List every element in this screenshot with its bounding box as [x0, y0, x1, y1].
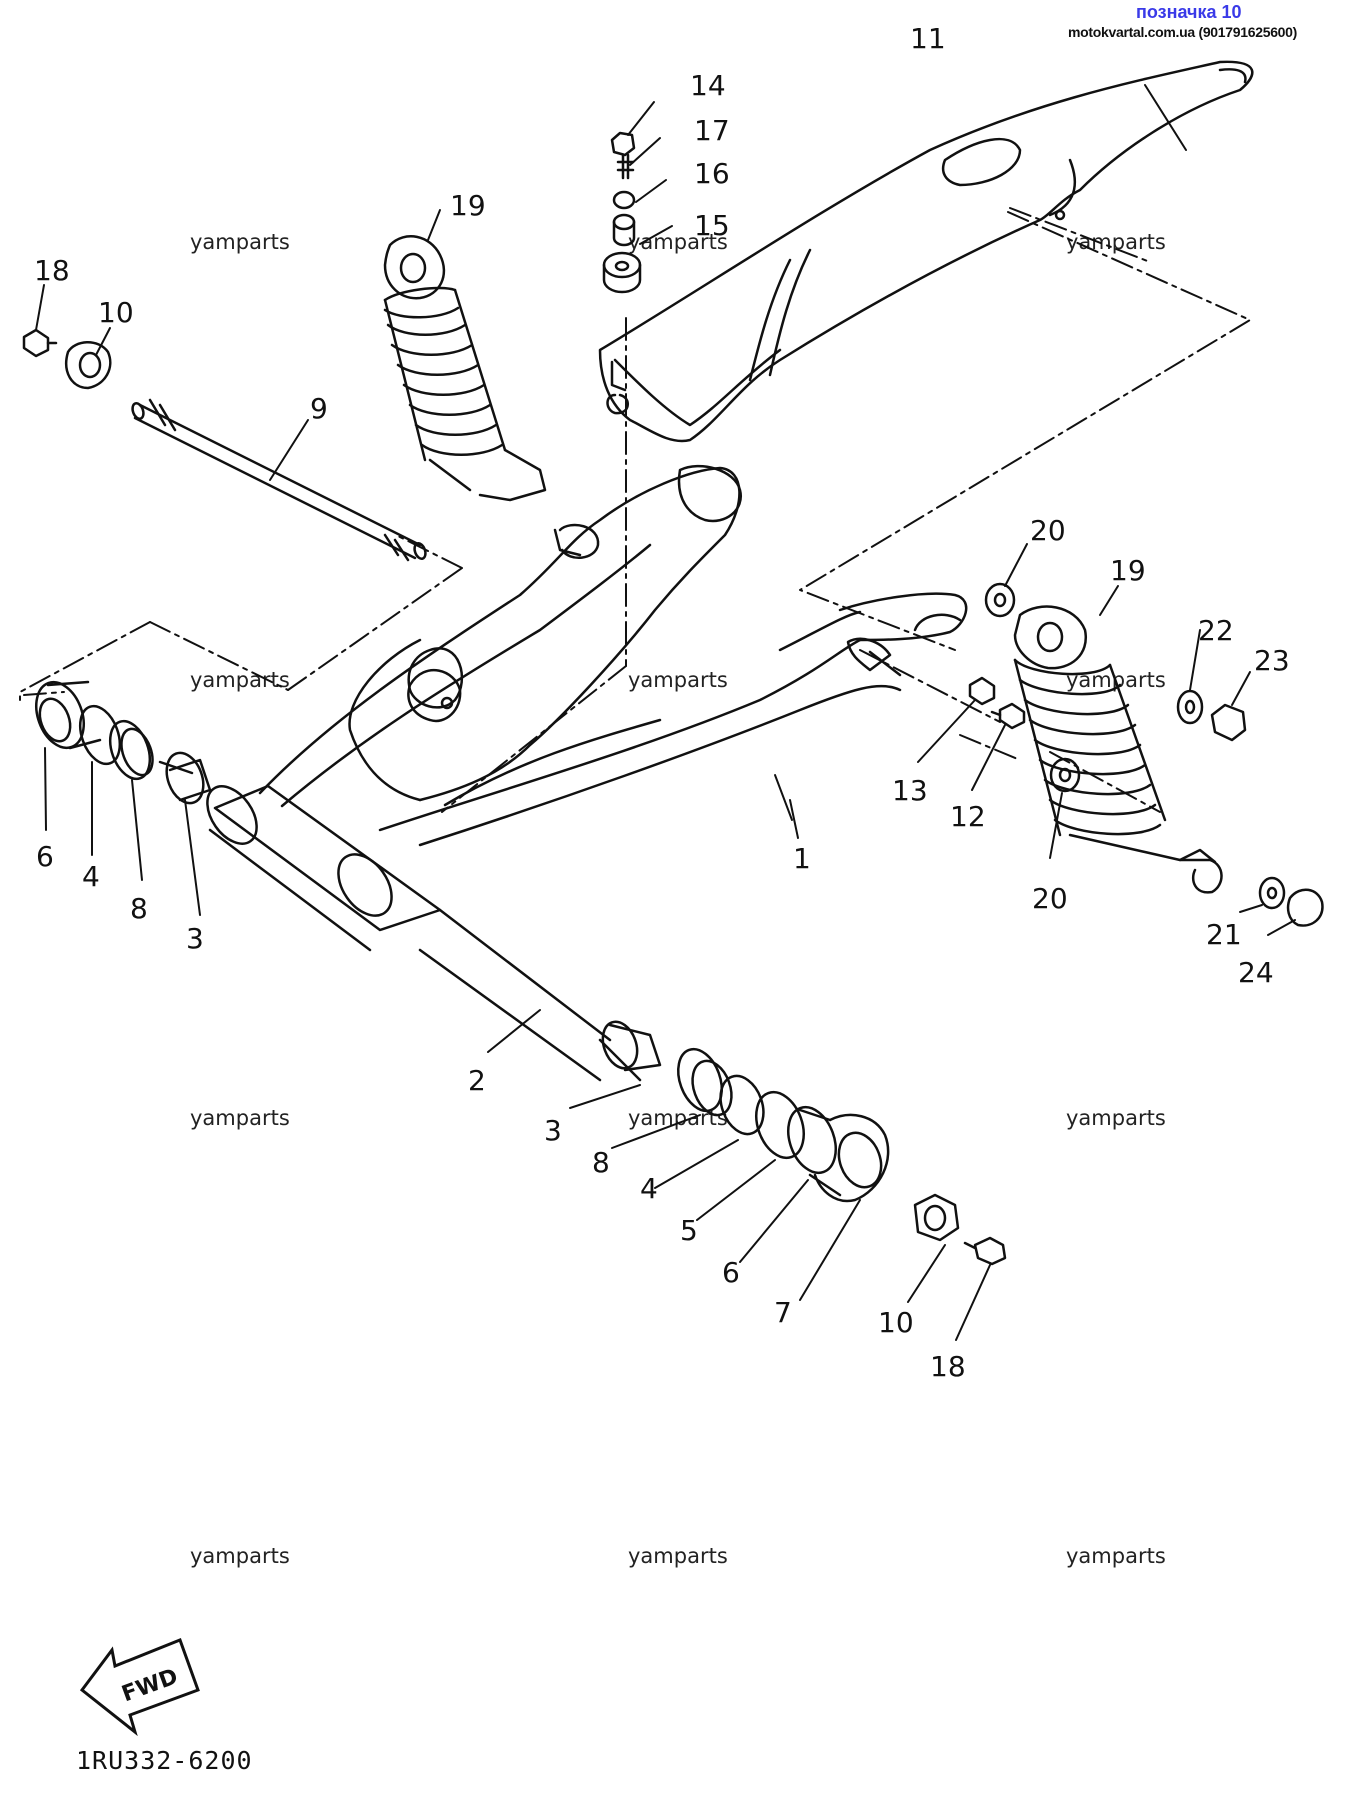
part-callouts: 1 2 3 3 4 4 5 6 6 7 8 8 9 10 10 11 12 13… [34, 22, 1290, 1383]
callout-9: 9 [310, 392, 328, 425]
callout-22: 22 [1198, 614, 1234, 647]
callout-6: 6 [36, 840, 54, 873]
callout-10: 10 [878, 1306, 914, 1339]
callout-23: 23 [1254, 644, 1290, 677]
callout-6: 6 [722, 1256, 740, 1289]
shock-mount-fasteners [846, 613, 1026, 730]
callout-16: 16 [694, 157, 730, 190]
pivot-nut-bolt-right [913, 1193, 1007, 1266]
watermark: yamparts [628, 1544, 728, 1568]
shock-absorber-right [984, 582, 1324, 927]
pivot-shaft [206, 784, 642, 1082]
callout-8: 8 [592, 1146, 610, 1179]
callout-19: 19 [450, 189, 486, 222]
watermark: yamparts [1066, 1544, 1166, 1568]
callout-4: 4 [82, 860, 100, 893]
callout-5: 5 [680, 1214, 698, 1247]
callout-12: 12 [950, 800, 986, 833]
left-bearing-stack [35, 680, 212, 805]
watermark: yamparts [190, 668, 290, 692]
callout-11: 11 [910, 22, 946, 55]
callout-13: 13 [892, 774, 928, 807]
watermark: yamparts [190, 1106, 290, 1130]
callout-19: 19 [1110, 554, 1146, 587]
callout-18: 18 [34, 254, 70, 287]
callout-14: 14 [690, 69, 726, 102]
callout-8: 8 [130, 892, 148, 925]
header-title: позначка 10 [1136, 2, 1242, 22]
header-source: motokvartal.com.ua (901791625600) [1068, 24, 1298, 40]
chain-case-fastener-stack [602, 131, 642, 294]
pivot-nut-bolt-left [22, 328, 112, 390]
callout-21: 21 [1206, 918, 1242, 951]
callout-4: 4 [640, 1172, 658, 1205]
watermark: yamparts [190, 230, 290, 254]
callout-24: 24 [1238, 956, 1274, 989]
watermark: yamparts [628, 668, 728, 692]
shock-absorber-left [383, 235, 600, 559]
fwd-direction-arrow: FWD [79, 1638, 200, 1737]
assembly-reference-lines [19, 207, 1251, 813]
callout-2: 2 [468, 1064, 486, 1097]
callout-15: 15 [694, 209, 730, 242]
callout-17: 17 [694, 114, 730, 147]
callout-20: 20 [1030, 514, 1066, 547]
watermark: yamparts [190, 1544, 290, 1568]
chain-case [598, 60, 1254, 443]
callout-1: 1 [793, 842, 811, 875]
pivot-bolt-long [131, 398, 427, 562]
right-bearing-stack [601, 1020, 890, 1203]
watermark: yamparts [1066, 1106, 1166, 1130]
swing-arm [258, 464, 968, 847]
callout-3: 3 [186, 922, 204, 955]
callout-7: 7 [774, 1296, 792, 1329]
callout-18: 18 [930, 1350, 966, 1383]
callout-leaders [35, 84, 1296, 1341]
callout-20: 20 [1032, 882, 1068, 915]
document-code: 1RU332-6200 [76, 1746, 253, 1775]
callout-10: 10 [98, 296, 134, 329]
watermark: yamparts [1066, 230, 1166, 254]
callout-3: 3 [544, 1114, 562, 1147]
shock-mount-bracket-left [407, 668, 462, 723]
